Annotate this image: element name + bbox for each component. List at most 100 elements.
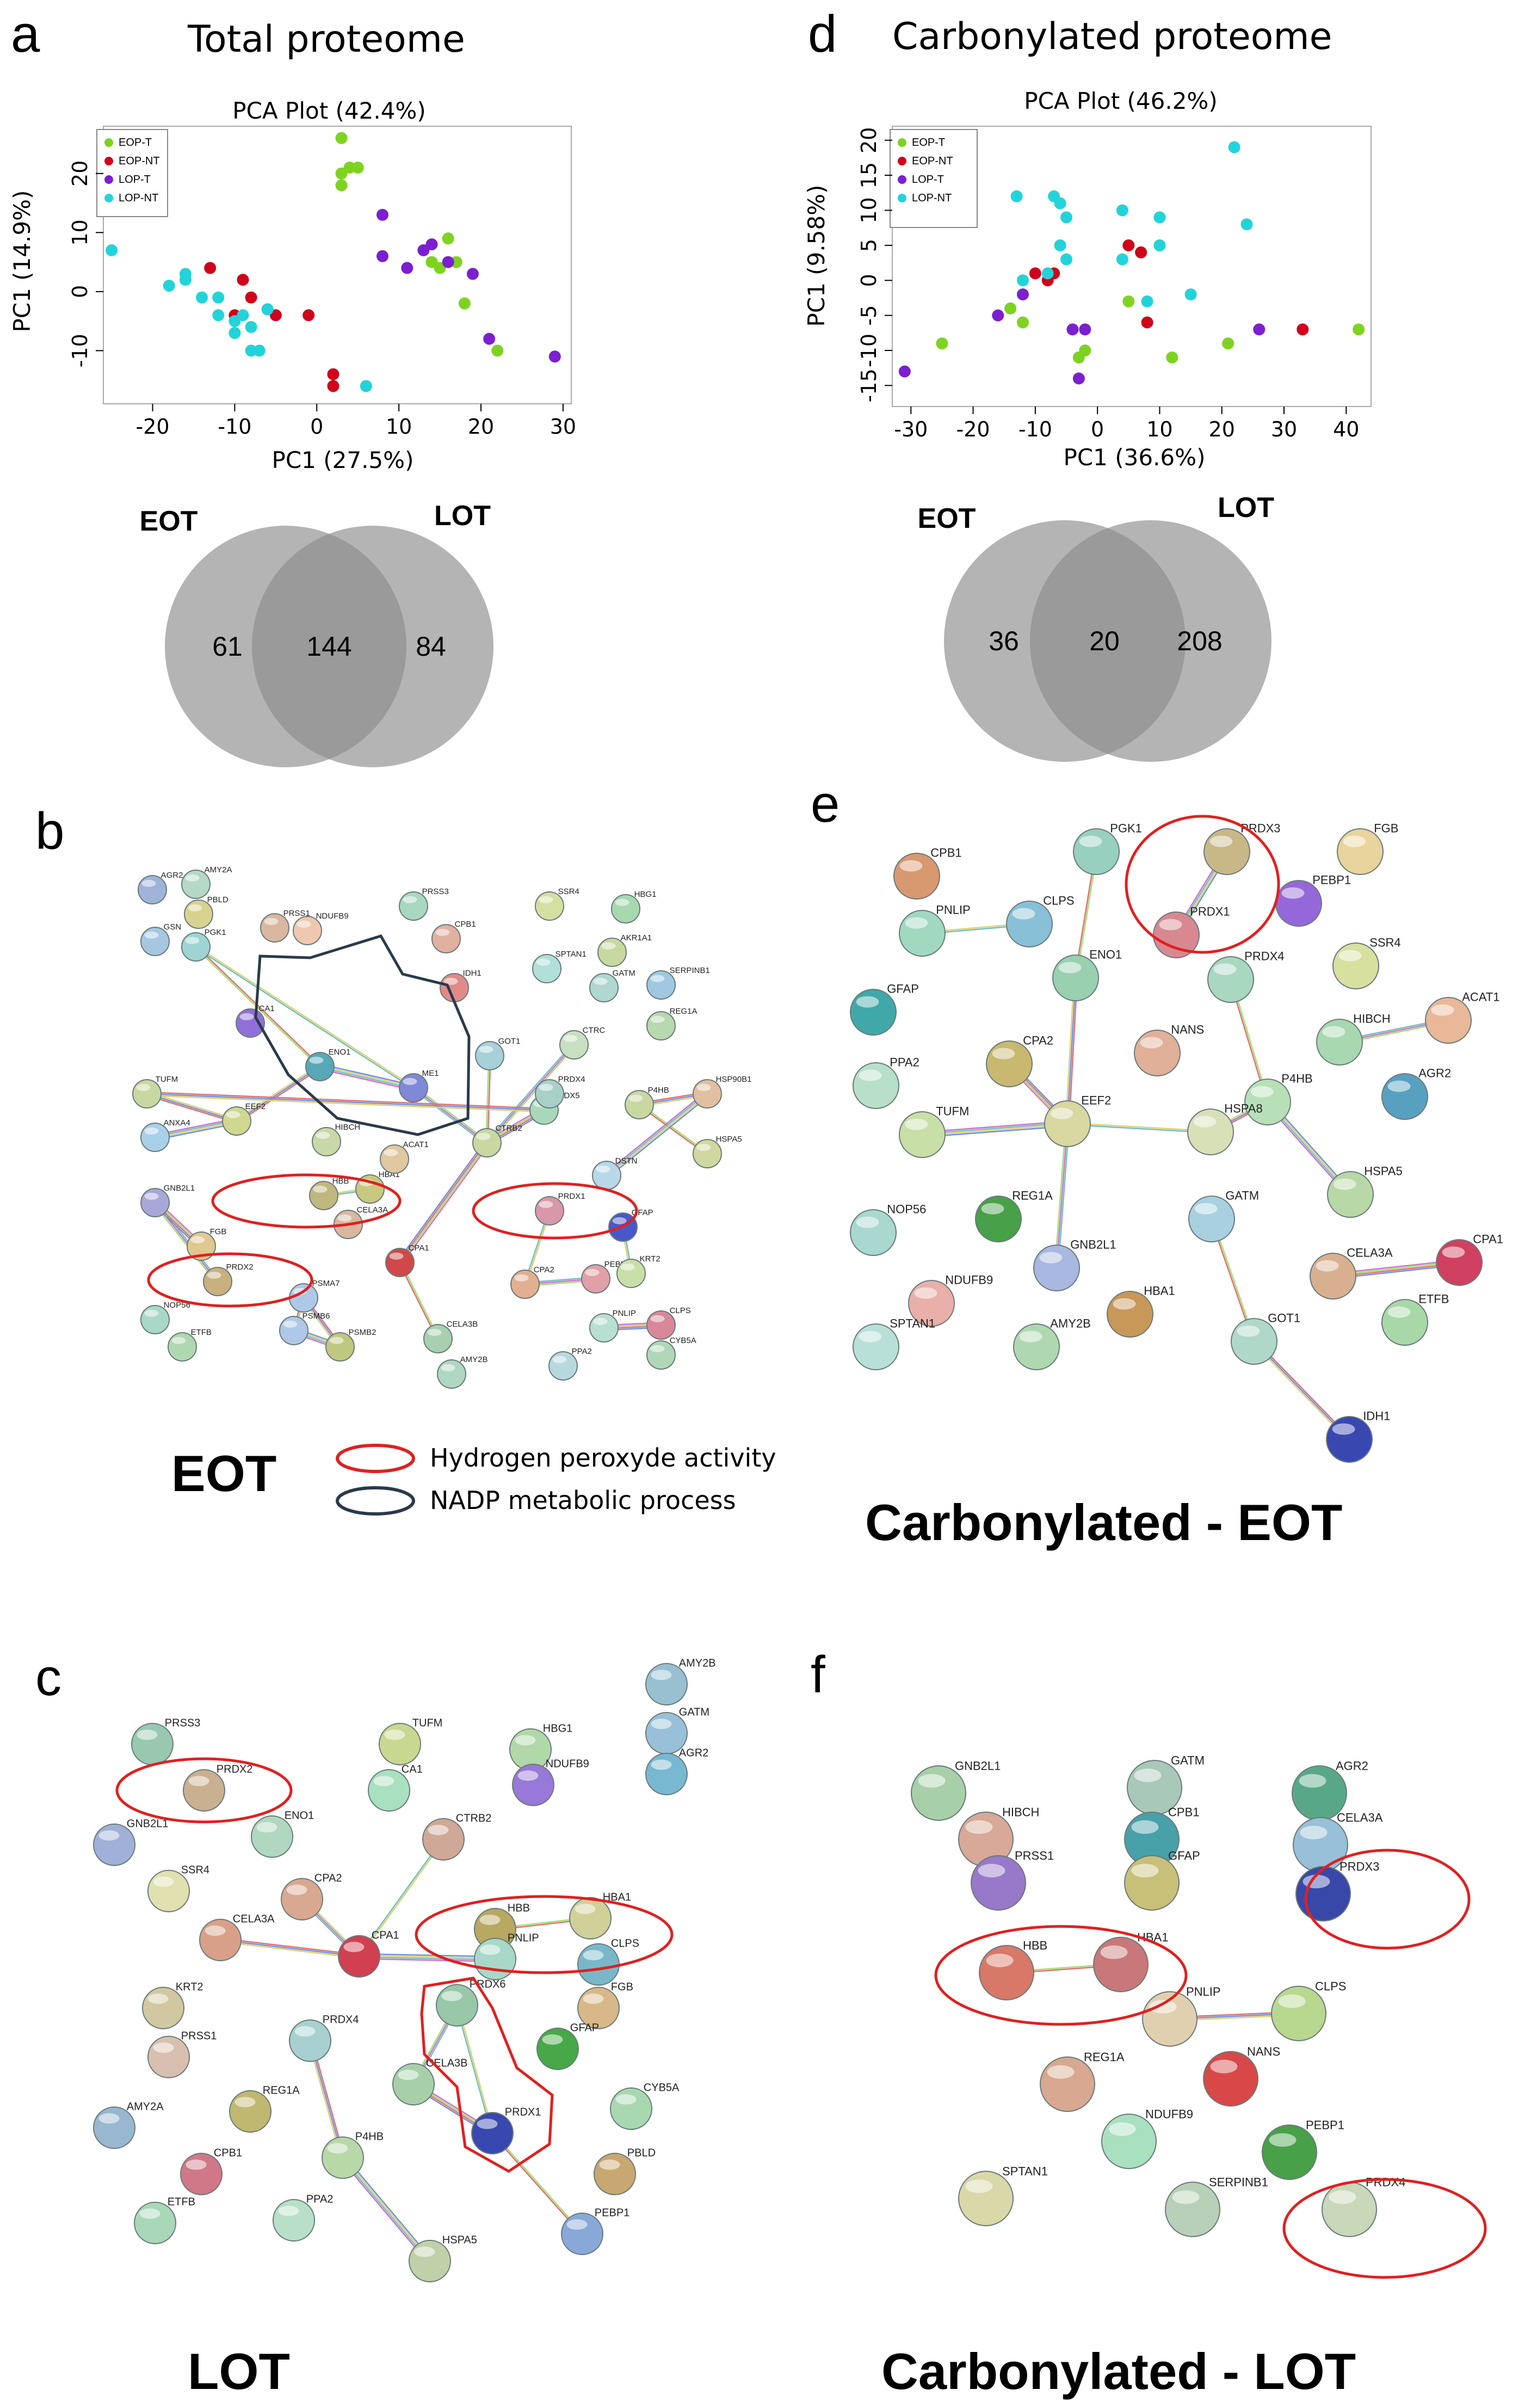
protein-node[interactable]: HBB <box>474 1902 530 1950</box>
protein-node[interactable]: SSR4 <box>147 1864 209 1912</box>
protein-node[interactable]: PEBP1 <box>1275 873 1351 927</box>
protein-node[interactable]: CYB5A <box>646 1336 696 1370</box>
protein-node[interactable]: HBG1 <box>611 890 656 923</box>
protein-node[interactable]: ME1 <box>399 1069 439 1103</box>
protein-node[interactable]: ENO1 <box>1052 947 1122 1001</box>
protein-node[interactable]: PSMB2 <box>325 1328 376 1362</box>
protein-node[interactable]: GFAP <box>850 982 919 1036</box>
protein-node[interactable]: CPA2 <box>281 1873 342 1920</box>
protein-node[interactable]: REG1A <box>229 2085 300 2133</box>
protein-node[interactable]: GNB2L1 <box>93 1818 169 1866</box>
protein-node[interactable]: PGK1 <box>181 928 226 962</box>
protein-node[interactable]: PBLD <box>184 895 229 929</box>
protein-node[interactable]: ANXA4 <box>140 1118 190 1152</box>
protein-node[interactable]: PGK1 <box>1073 821 1142 875</box>
protein-node[interactable]: NOP56 <box>140 1301 190 1334</box>
protein-node[interactable]: GOT1 <box>475 1037 520 1070</box>
protein-node[interactable]: CPA1 <box>338 1930 399 1978</box>
protein-node[interactable]: SSR4 <box>1332 935 1401 989</box>
protein-node[interactable]: CTRC <box>559 1026 605 1060</box>
protein-node[interactable]: HSP90B1 <box>693 1075 751 1108</box>
protein-node[interactable]: HIBCH <box>312 1123 360 1156</box>
protein-node[interactable]: AGR2 <box>645 1747 708 1795</box>
protein-node[interactable]: HSPA5 <box>409 2234 477 2282</box>
protein-node[interactable]: P4HB <box>1244 1071 1313 1125</box>
protein-node[interactable]: GATM <box>1188 1188 1259 1242</box>
protein-node[interactable]: HBA1 <box>1093 1931 1168 1992</box>
protein-node[interactable]: GATM <box>645 1707 709 1754</box>
protein-node[interactable]: ETFB <box>1381 1292 1449 1346</box>
protein-node[interactable]: GATM <box>1127 1754 1205 1815</box>
protein-node[interactable]: CYB5A <box>610 2082 680 2130</box>
protein-node[interactable]: HSPA8 <box>1187 1101 1263 1155</box>
protein-node[interactable]: P4HB <box>625 1086 669 1119</box>
protein-node[interactable]: CPB1 <box>893 846 962 900</box>
protein-node[interactable]: GATM <box>589 969 635 1002</box>
protein-node[interactable]: CTRB2 <box>422 1813 491 1861</box>
protein-node[interactable]: PRDX4 <box>289 2014 359 2062</box>
protein-node[interactable]: HBG1 <box>509 1723 572 1771</box>
protein-node[interactable]: PRSS3 <box>399 887 449 921</box>
protein-node[interactable]: HBB <box>979 1939 1047 2000</box>
protein-node[interactable]: CPA2 <box>986 1033 1053 1087</box>
protein-node[interactable]: AMY2B <box>645 1658 716 1705</box>
protein-node[interactable]: PPA2 <box>548 1347 592 1381</box>
protein-node[interactable]: HBA1 <box>355 1170 400 1204</box>
protein-node[interactable]: CELA3A <box>1310 1246 1393 1300</box>
protein-node[interactable]: SSR4 <box>535 887 579 921</box>
protein-node[interactable]: PRDX1 <box>535 1192 585 1225</box>
protein-node[interactable]: NDUFB9 <box>293 912 349 945</box>
protein-node[interactable]: SERPINB1 <box>646 966 710 1000</box>
protein-node[interactable]: SPTAN1 <box>532 950 587 983</box>
protein-node[interactable]: CLPS <box>1006 894 1075 947</box>
protein-node[interactable]: PRDX1 <box>471 2107 541 2154</box>
protein-node[interactable]: CTRB2 <box>472 1124 522 1157</box>
protein-node[interactable]: AGR2 <box>1381 1066 1451 1120</box>
protein-node[interactable]: PRDX6 <box>436 1979 506 2027</box>
protein-node[interactable]: ACAT1 <box>380 1140 429 1174</box>
protein-node[interactable]: TUFM <box>379 1717 442 1765</box>
protein-node[interactable]: CELA3A <box>199 1913 275 1961</box>
protein-node[interactable]: AMY2B <box>437 1355 487 1389</box>
protein-node[interactable]: REG1A <box>975 1188 1053 1242</box>
protein-node[interactable]: CPA1 <box>385 1243 429 1277</box>
protein-node[interactable]: IDH1 <box>1326 1409 1390 1463</box>
protein-node[interactable]: P4HB <box>322 2131 384 2179</box>
protein-node[interactable]: EEF2 <box>222 1102 266 1136</box>
protein-node[interactable]: AGR2 <box>138 871 183 904</box>
protein-node[interactable]: PRSS1 <box>147 2030 217 2078</box>
protein-node[interactable]: FGB <box>187 1227 226 1261</box>
protein-node[interactable]: HBB <box>309 1177 349 1210</box>
protein-node[interactable]: CPA1 <box>1436 1232 1503 1286</box>
protein-node[interactable]: PRDX4 <box>1207 949 1285 1003</box>
protein-node[interactable]: AMY2B <box>1013 1316 1091 1370</box>
protein-node[interactable]: HBA1 <box>1107 1284 1175 1338</box>
protein-node[interactable]: CLPS <box>1271 1980 1346 2041</box>
protein-node[interactable]: PNLIP <box>1142 1985 1221 2047</box>
protein-node[interactable]: NDUFB9 <box>908 1273 993 1327</box>
protein-node[interactable]: CPB1 <box>431 920 476 953</box>
protein-node[interactable]: PPA2 <box>273 2194 333 2241</box>
protein-node[interactable]: SPTAN1 <box>853 1316 935 1370</box>
protein-node[interactable]: NDUFB9 <box>1101 2108 1193 2169</box>
protein-node[interactable]: CLPS <box>577 1938 639 1986</box>
protein-node[interactable]: PRDX3 <box>1203 821 1281 875</box>
protein-node[interactable]: KRT2 <box>142 1981 203 2029</box>
protein-node[interactable]: HBA1 <box>569 1892 631 1939</box>
protein-node[interactable]: DSTN <box>592 1156 637 1190</box>
protein-node[interactable]: CA1 <box>368 1764 423 1812</box>
protein-node[interactable]: HIBCH <box>1316 1012 1391 1066</box>
protein-node[interactable]: CPB1 <box>180 2147 242 2195</box>
protein-node[interactable]: FGB <box>1337 821 1398 875</box>
protein-node[interactable]: PBLD <box>594 2147 656 2195</box>
protein-node[interactable]: HSPA5 <box>1327 1164 1403 1218</box>
protein-node[interactable]: ACAT1 <box>1425 990 1499 1044</box>
protein-node[interactable]: IDH1 <box>440 969 482 1002</box>
protein-node[interactable]: SERPINB1 <box>1165 2176 1268 2237</box>
protein-node[interactable]: NANS <box>1134 1023 1204 1076</box>
protein-node[interactable]: TUFM <box>132 1075 178 1108</box>
protein-node[interactable]: PRSS3 <box>131 1717 200 1765</box>
protein-node[interactable]: TUFM <box>899 1104 969 1158</box>
protein-node[interactable]: PNLIP <box>899 903 971 957</box>
protein-node[interactable]: ETFB <box>168 1328 212 1362</box>
